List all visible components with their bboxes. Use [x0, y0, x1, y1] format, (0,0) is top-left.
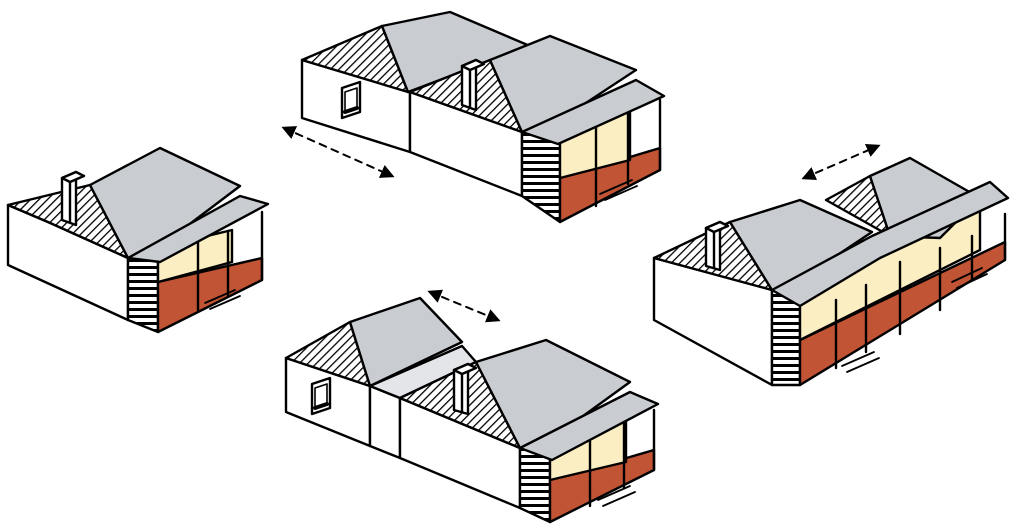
main-roof — [88, 146, 242, 260]
move-arrow-bottom — [427, 289, 501, 323]
main-roof — [488, 34, 638, 134]
move-arrow-right — [801, 144, 881, 180]
house-with-front-extension — [300, 10, 666, 224]
verandah-roof — [518, 390, 660, 462]
verandah-roof — [770, 180, 1010, 308]
move-arrow-top — [281, 126, 395, 178]
house-with-linked-pavilion — [284, 296, 660, 524]
single-house — [6, 146, 270, 334]
verandah-roof — [126, 194, 270, 264]
house-with-side-extension — [652, 156, 1010, 387]
main-roof — [474, 338, 632, 450]
verandah-roof — [520, 78, 666, 146]
